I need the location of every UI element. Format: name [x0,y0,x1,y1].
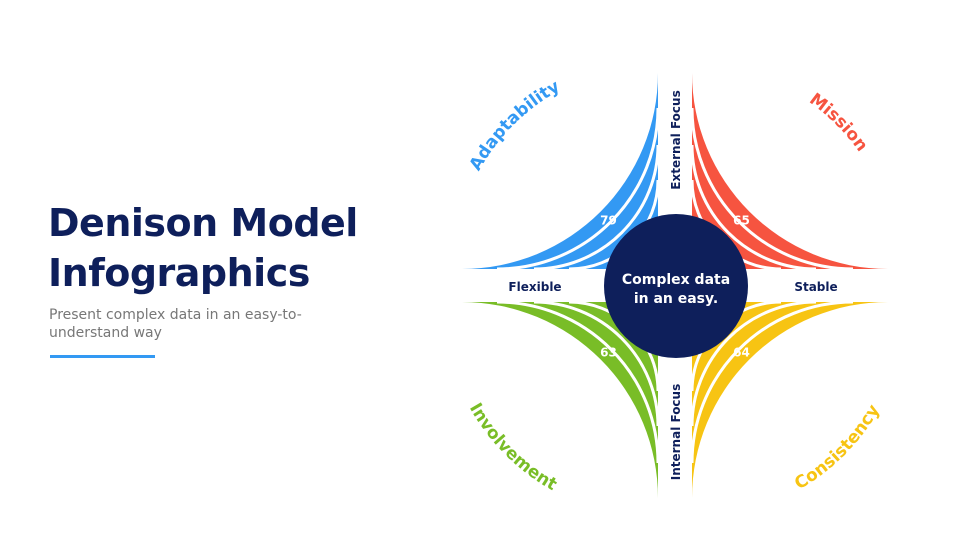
ring-value: 65 [733,214,750,228]
center-text-line-2: in an easy. [634,291,718,307]
quadrant-wedge [692,73,888,269]
ring-value: 6 [580,370,588,384]
label-external-focus: External Focus [669,90,683,189]
label-flexible: Flexible [508,280,561,294]
ring-value: 64 [733,345,750,359]
ring-value: 90 [783,163,800,177]
quadrant-label: Adaptability [466,77,564,175]
label-internal-focus: Internal Focus [669,384,683,481]
ring-value: 25 [758,370,775,384]
ring-divider [690,107,854,271]
quadrant-wedge [692,302,888,498]
ring-value: 31 [758,189,775,203]
ring-value: 12 [550,163,567,177]
ring-divider [533,144,660,271]
quadrant-wedge [462,302,658,498]
ring-divider [533,300,660,427]
ring-value: 79 [550,396,567,410]
center-text-line-1: Complex data [622,272,730,288]
accent-divider [50,355,155,358]
quadrant-label: Consistency [791,401,884,494]
title-line-1: Denison Model [48,201,358,245]
ring-value: 57 [524,421,541,435]
ring-value: 63 [600,345,617,359]
ring-value: 56 [575,189,592,203]
quadrant-label: Involvement [465,400,560,495]
ring-value: 74 [783,396,800,410]
ring-divider [496,107,660,271]
ring-divider [690,300,854,464]
ring-value: 34 [524,138,541,152]
title-line-2: Infographics [48,251,310,295]
ring-value: 79 [600,214,617,228]
quadrant-wedge [462,73,658,269]
subtitle: Present complex data in an easy-to-under… [49,307,302,341]
ring-divider [496,300,660,464]
ring-divider [690,300,817,427]
ring-value: 25 [809,138,826,152]
center-circle [604,214,748,358]
ring-value: 23 [809,421,826,435]
label-stable: Stable [794,280,837,294]
ring-divider [690,144,817,271]
